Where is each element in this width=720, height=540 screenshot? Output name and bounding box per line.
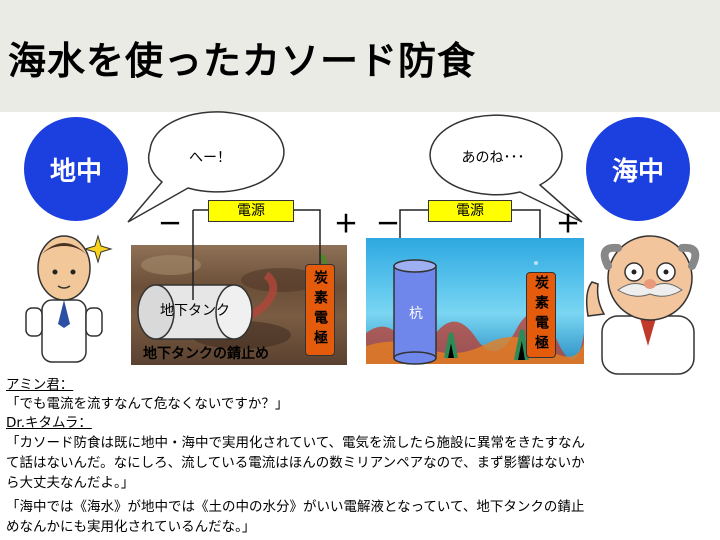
dr-kitamura-character	[585, 235, 700, 375]
page-title: 海水を使ったカソード防食	[8, 39, 477, 83]
amin-character	[25, 234, 113, 363]
right-speech-text: あのね･･･	[461, 150, 525, 166]
right-carbon-electrode: 炭素電極	[526, 272, 556, 358]
amin-line: 「でも電流を流すなんて危なくないですか？」	[6, 396, 289, 412]
kitamura-line-2a: 「海中では《海水》が地中では《土の中の水分》がいい電解液となっていて、地下タンク…	[6, 499, 585, 515]
sparkle-icon	[83, 234, 113, 264]
speaker-kitamura: Dr.キタムラ：	[6, 415, 92, 431]
pile-cylinder	[393, 259, 437, 365]
pile-label: 杭	[409, 306, 423, 322]
right-plus-sign: ＋	[556, 210, 580, 238]
left-plus-sign: ＋	[334, 210, 358, 238]
sea-badge: 海中	[586, 117, 690, 221]
kitamura-line-1c: ら大丈夫なんだよ。」	[6, 475, 135, 491]
kitamura-line-2b: めなんかにも実用化されているんだな。」	[6, 519, 256, 535]
sea-badge-label: 海中	[611, 156, 664, 187]
underground-badge: 地中	[24, 117, 128, 221]
left-carbon-electrode: 炭素電極	[305, 264, 335, 356]
title-bar: 海水を使ったカソード防食	[0, 0, 720, 112]
soil-caption: 地下タンクの錆止め	[143, 346, 269, 362]
left-power-supply: 電源	[208, 200, 294, 222]
kitamura-line-1a: 「カソード防食は既に地中・海中で実用化されていて、電気を流したら施設に異常をきた…	[6, 435, 586, 451]
right-minus-sign: －	[376, 210, 400, 238]
tank-label: 地下タンク	[160, 303, 230, 319]
underground-tank	[137, 284, 253, 340]
speaker-amin: アミン君：	[6, 377, 74, 393]
kitamura-line-1b: て話はないんだ。なにしろ、流している電流はほんの数ミリアンペアなので、まず影響は…	[6, 455, 585, 471]
underground-badge-label: 地中	[49, 156, 102, 187]
right-power-supply: 電源	[428, 200, 512, 222]
left-minus-sign: －	[158, 210, 182, 238]
left-speech-text: へー！	[189, 150, 231, 166]
